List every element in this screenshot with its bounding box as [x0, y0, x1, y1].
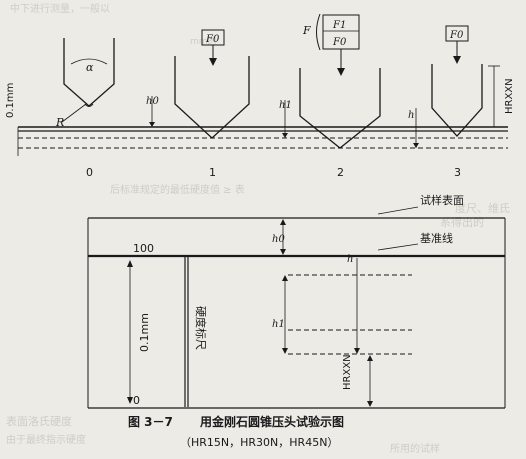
baseline-leader	[377, 243, 419, 251]
show-through-text: 所用的试样	[390, 442, 440, 455]
hr-label: HRXXN	[504, 78, 515, 114]
angle-label: α	[86, 61, 94, 74]
h-label: h	[347, 254, 353, 265]
show-through-text: 由于最终指示硬度	[6, 433, 86, 446]
step-label: 0	[86, 166, 93, 179]
show-through-text: 表面洛氏硬度	[6, 414, 72, 428]
value-100-label: 100	[133, 242, 154, 255]
force-f-label: F	[302, 24, 311, 37]
upper-diagram: 0.1mm α R F0 h0 F1 F0	[5, 13, 515, 179]
show-through-text: mm的	[190, 35, 217, 47]
hardness-ruler-label: 硬度标尺	[194, 306, 208, 350]
figure-caption: 图 3－7 用金刚石圆锥压头试验示图 （HR15N，HR30N，HR45N）	[128, 414, 344, 449]
hr-label: HRXXN	[342, 354, 353, 390]
force-f0-label: F0	[205, 34, 220, 45]
show-through-text: 系得出的	[440, 215, 484, 229]
figure-title: 用金刚石圆锥压头试验示图	[199, 414, 344, 429]
indenter-2: F1 F0 F h1	[279, 13, 381, 149]
figure-subtitle: （HR15N，HR30N，HR45N）	[180, 436, 338, 449]
h0-label: h0	[146, 96, 159, 107]
step-label: 3	[454, 166, 461, 179]
value-0-label: 0	[133, 394, 140, 407]
radius-leader	[61, 103, 87, 123]
indenter-1: F0 h0	[146, 29, 250, 139]
step-label: 2	[337, 166, 344, 179]
h-label: h	[408, 110, 414, 121]
lower-diagram: 试样表面 基准线 100 0 0.1mm 硬度标尺 h0 h	[87, 193, 506, 409]
scale-label: 0.1mm	[5, 83, 16, 118]
radius-label: R	[55, 116, 64, 129]
step-label: 1	[209, 166, 216, 179]
indenter-0: α R	[55, 38, 115, 129]
show-through-text: 中下进行测量，一般以	[10, 2, 110, 15]
scale-label: 0.1mm	[138, 313, 151, 352]
sample-surface-label: 试样表面	[420, 193, 464, 207]
figure-number: 图 3－7	[128, 415, 173, 429]
h0-label: h0	[272, 234, 285, 245]
sample-surface-leader	[377, 206, 419, 215]
force-f0-label: F0	[449, 30, 464, 41]
force-f1-label: F1	[332, 20, 346, 31]
show-through-text: 度尺、维氏	[455, 201, 510, 215]
force-f0-label: F0	[332, 37, 347, 48]
show-through-layer: 中下进行测量，一般以 mm的 后标准规定的最低硬度值 ≥ 表 度尺、维氏 系得出…	[6, 2, 510, 455]
show-through-text: 后标准规定的最低硬度值 ≥ 表	[110, 183, 245, 196]
baseline-label: 基准线	[420, 231, 453, 245]
h1-label: h1	[279, 100, 292, 111]
indenter-3: F0 h HRXXN	[408, 25, 515, 148]
h1-label: h1	[272, 319, 285, 330]
